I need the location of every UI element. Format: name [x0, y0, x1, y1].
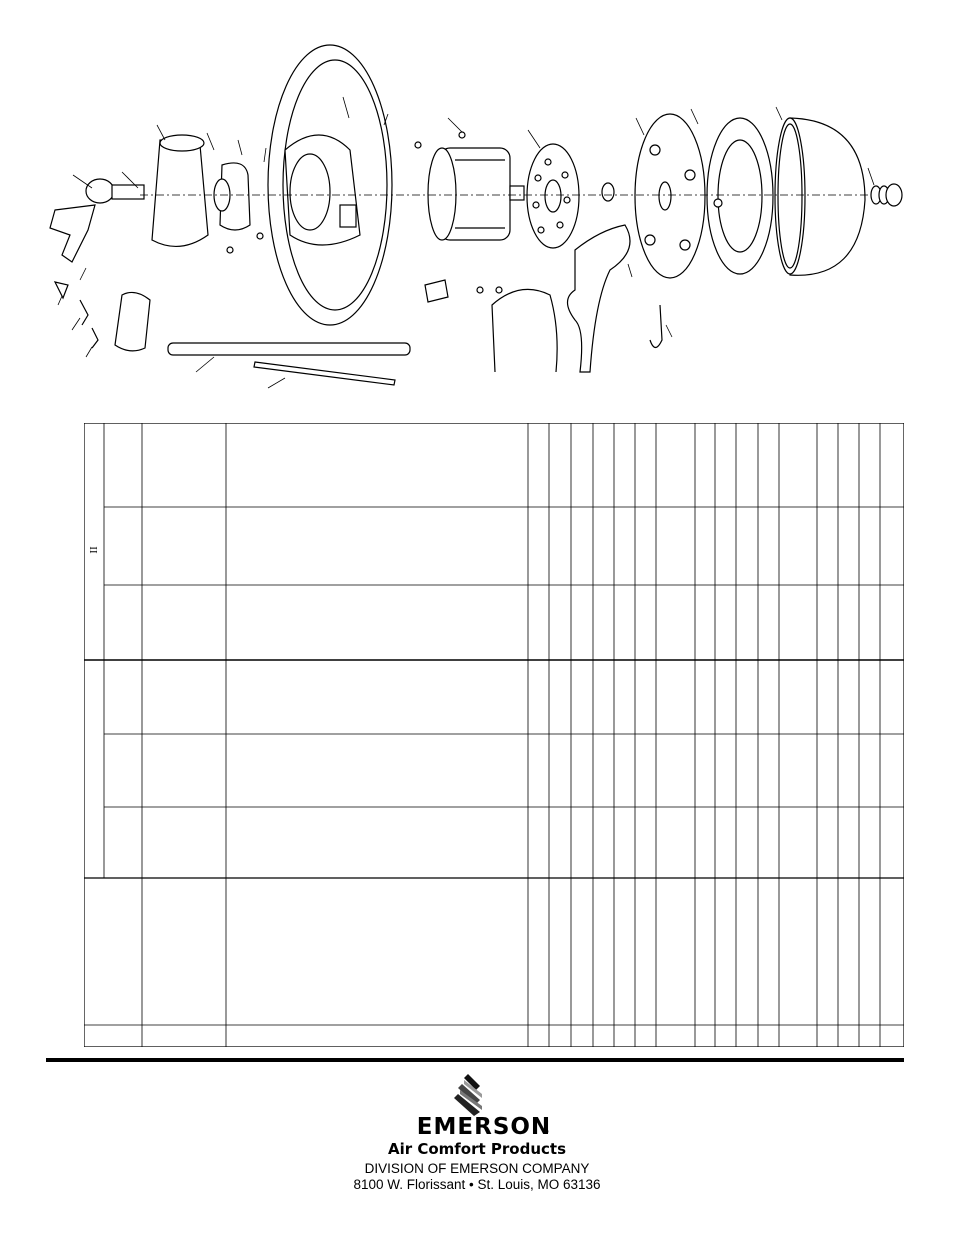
- hanger-ball: [85, 178, 145, 204]
- switch-plate: [634, 113, 706, 279]
- flywheel: [526, 143, 580, 249]
- coupling: [213, 162, 251, 231]
- glass-bowl: [774, 117, 866, 276]
- section-label: II: [88, 546, 100, 554]
- brand-name: EMERSON: [416, 1114, 552, 1140]
- finial: [870, 183, 903, 207]
- screw: [458, 131, 466, 139]
- switch-cup: [706, 117, 774, 275]
- downrod: [167, 342, 411, 356]
- blade: [491, 288, 558, 373]
- parts-table: II: [84, 423, 904, 1047]
- clip: [91, 327, 99, 349]
- capacitor: [424, 279, 449, 303]
- screw: [495, 286, 503, 294]
- mounting-bracket: [49, 204, 96, 263]
- trademark: ™: [544, 1130, 549, 1136]
- canopy-cover: [114, 291, 151, 352]
- motor-housing: [284, 134, 361, 246]
- division-text: DIVISION OF EMERSON COMPANY: [364, 1161, 590, 1176]
- clip: [79, 299, 89, 326]
- extension-rod: [253, 361, 396, 386]
- address-text: 8100 W. Florissant • St. Louis, MO 63136: [353, 1177, 601, 1192]
- ceiling-canopy: [151, 134, 209, 247]
- wire-harness: [649, 304, 663, 349]
- screw: [476, 286, 484, 294]
- exploded-parts-diagram: [49, 44, 903, 389]
- screw: [256, 232, 264, 240]
- screw: [226, 246, 234, 254]
- emerson-logo-icon: [454, 1074, 482, 1116]
- blade-iron: [566, 224, 631, 373]
- footer-rule: [46, 1058, 904, 1062]
- motor-stator: [427, 147, 525, 241]
- key: [53, 281, 69, 300]
- brand-subtitle: Air Comfort Products: [387, 1140, 567, 1158]
- screw: [414, 141, 422, 149]
- washer: [601, 182, 615, 202]
